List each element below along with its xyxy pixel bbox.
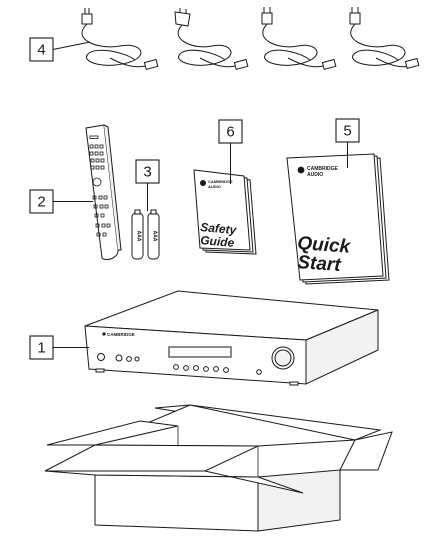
safety-brand-line1: CAMBRIDGE bbox=[208, 179, 233, 184]
callout-1-number: 1 bbox=[37, 340, 45, 357]
quick-start-guide: CAMBRIDGE AUDIO Quick Start bbox=[286, 153, 390, 285]
callout-6-number: 6 bbox=[226, 124, 234, 141]
quick-start-brand-line1: CAMBRIDGE bbox=[307, 166, 338, 172]
power-cables bbox=[81, 7, 420, 71]
callout-4-leader bbox=[52, 41, 91, 50]
callout-2-number: 2 bbox=[37, 194, 45, 211]
safety-brand-line2: AUDIO bbox=[208, 184, 221, 189]
battery-left: AAA bbox=[131, 209, 144, 260]
safety-title-line2: Guide bbox=[200, 233, 235, 250]
power-cable-us-2 bbox=[349, 7, 420, 70]
amplifier-power-button bbox=[97, 353, 105, 361]
callout-3: 3 bbox=[135, 159, 160, 184]
packaging-box bbox=[44, 404, 393, 532]
safety-guide-booklet: CAMBRIDGE AUDIO Safety Guide bbox=[193, 169, 257, 255]
callout-2: 2 bbox=[29, 189, 54, 214]
batteries: AAA AAA bbox=[131, 209, 160, 260]
callout-1: 1 bbox=[29, 335, 54, 360]
remote-control bbox=[85, 124, 122, 261]
battery-left-label: AAA bbox=[136, 231, 142, 242]
battery-right-label: AAA bbox=[152, 231, 158, 242]
quick-start-brand-line2: AUDIO bbox=[307, 172, 323, 178]
safety-title-line1: Safety bbox=[200, 220, 238, 237]
battery-right: AAA bbox=[147, 209, 160, 260]
amplifier-brand: CAMBRIDGE bbox=[107, 332, 135, 337]
amplifier-unit: CAMBRIDGE bbox=[84, 290, 379, 386]
quick-start-title-line2: Start bbox=[297, 252, 342, 276]
callout-4-number: 4 bbox=[37, 42, 45, 59]
power-cable-eu bbox=[81, 8, 159, 71]
callout-3-number: 3 bbox=[143, 164, 151, 181]
quick-start-title-line1: Quick bbox=[297, 233, 353, 258]
power-cable-uk bbox=[174, 8, 249, 71]
callout-4: 4 bbox=[29, 37, 54, 62]
callout-5: 5 bbox=[335, 118, 360, 143]
power-cable-us-1 bbox=[261, 7, 337, 71]
amplifier-display bbox=[168, 346, 232, 358]
callout-6: 6 bbox=[218, 119, 243, 144]
callout-5-number: 5 bbox=[343, 123, 351, 140]
